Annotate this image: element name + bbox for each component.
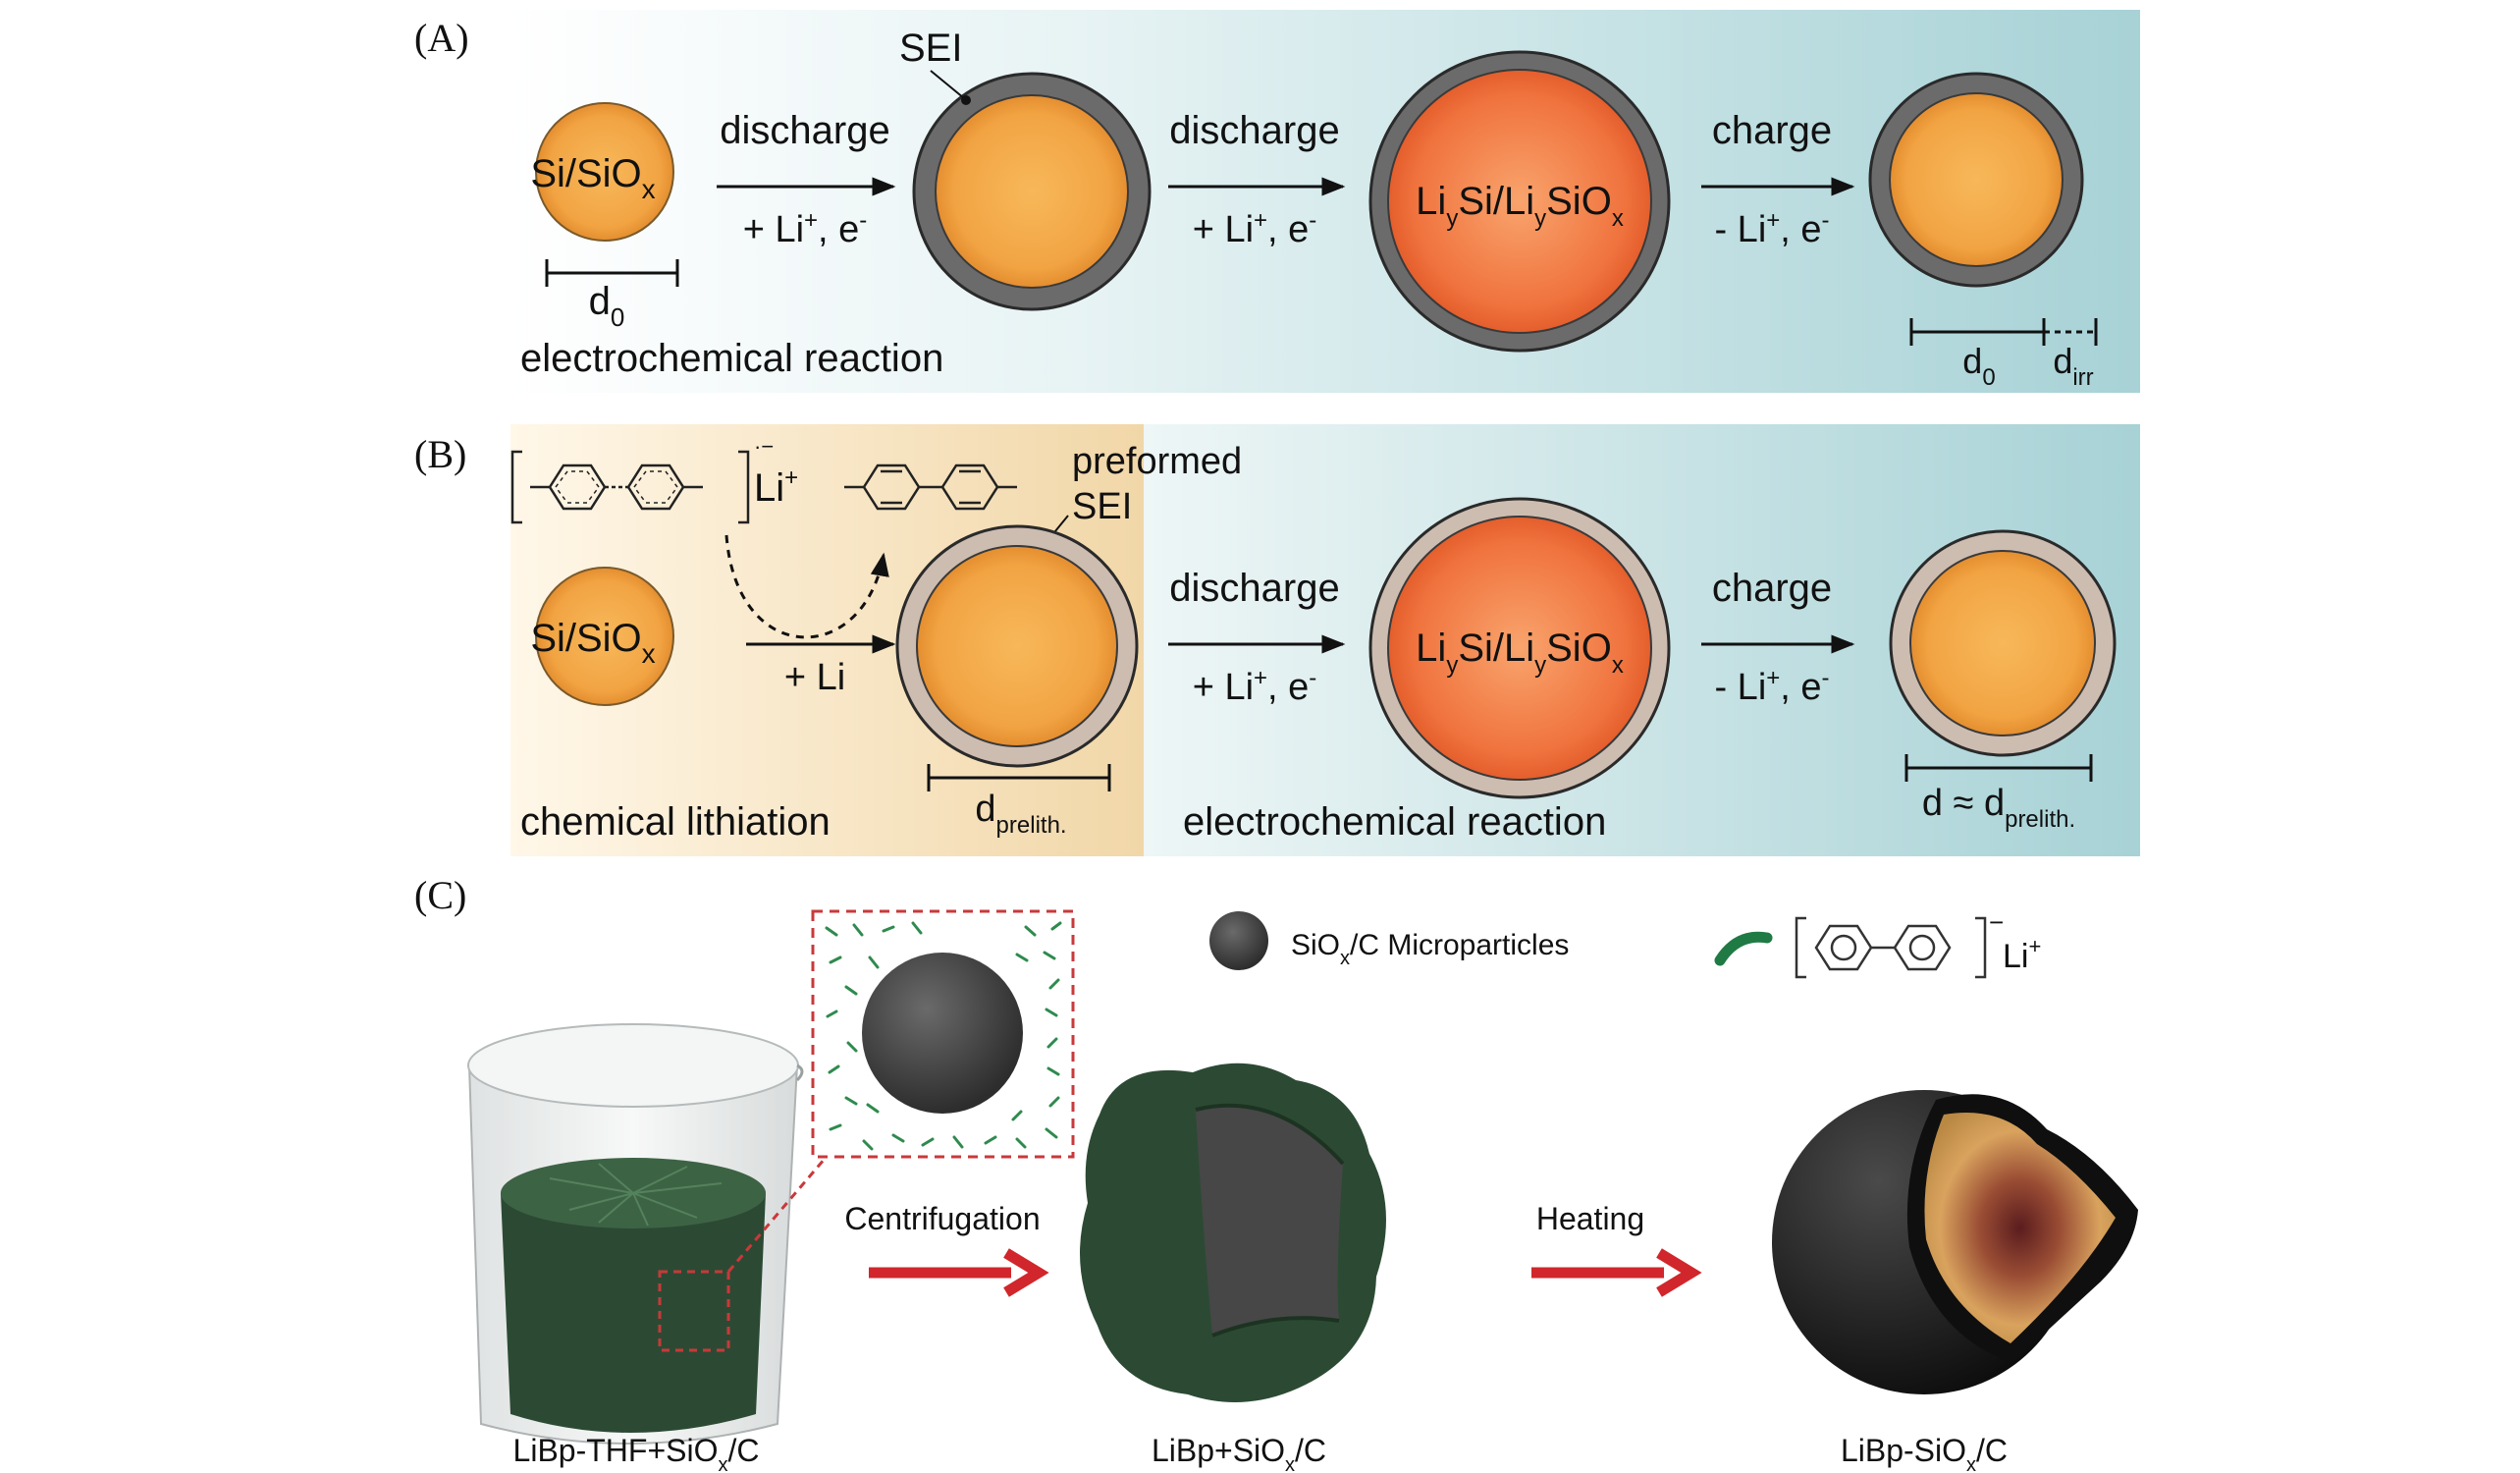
- panel-a-label: (A): [414, 16, 469, 60]
- step2-b-discharge-label: discharge: [1169, 567, 1339, 610]
- yolk-shell-particle: [1772, 1090, 2138, 1394]
- zoom-region-box: [658, 1270, 730, 1352]
- coated-particle: [1080, 1063, 1386, 1402]
- si-particle-b: [535, 567, 674, 706]
- zoom-line-1: [726, 1158, 827, 1273]
- step2-conditions: + Li+, e-: [1193, 207, 1317, 250]
- d0-dirr-scale-bar: [1909, 318, 2098, 346]
- item3-caption: LiBp-SiOx/C: [1841, 1433, 2008, 1473]
- biphenyl-radical-anion-structure: [510, 450, 750, 524]
- charged-b-core: [1909, 550, 2096, 736]
- centrifugation-arrow: [869, 1248, 1049, 1297]
- dprelith-scale-bar: [927, 764, 1111, 791]
- sei-pointer-line: [930, 70, 965, 99]
- dirr-label: dirr: [2053, 341, 2093, 391]
- inset-microparticle: [862, 953, 1023, 1114]
- dprelith-label: dprelith.: [975, 789, 1066, 839]
- lithiated-b-label: LiySi/LiySiOx: [1416, 627, 1624, 679]
- panel-b-caption-electrochemical: electrochemical reaction: [1183, 800, 1606, 844]
- legend-reagent-cation: Li+: [2003, 934, 2041, 975]
- panel-b-caption-chemical: chemical lithiation: [520, 800, 831, 844]
- li-cation-label: Li+: [754, 464, 798, 510]
- item2-caption: LiBp+SiOx/C: [1152, 1433, 1326, 1473]
- lithiated-label: LiySi/LiySiOx: [1416, 180, 1624, 232]
- panel-c: (C): [414, 873, 2138, 1473]
- step3-b-charge-label: charge: [1712, 567, 1832, 610]
- si-particle: [535, 102, 674, 242]
- dashed-curve-arrow: [724, 534, 889, 639]
- panel-a-caption: electrochemical reaction: [520, 337, 943, 380]
- legend-reagent-icon: [1714, 931, 1773, 966]
- panel-a: (A) Si/SiOx d0 electrochemical reaction …: [414, 10, 2140, 393]
- heating-arrow: [1531, 1248, 1702, 1297]
- legend-microparticle-label: SiOx/C Microparticles: [1291, 929, 1569, 969]
- step1-conditions: + Li+, e-: [743, 207, 868, 250]
- legend-biphenyl-structure: [1795, 916, 1987, 979]
- zoom-inset: [811, 909, 1075, 1159]
- reagent-swarm: [825, 921, 1062, 1151]
- panel-b: (B) ·− Li+ preformed SEI: [414, 424, 2140, 856]
- d-approx-label: d ≈ dprelith.: [1922, 783, 2075, 833]
- green-solution: [501, 1158, 766, 1433]
- step2-discharge-label: discharge: [1169, 109, 1339, 152]
- d0-scale-bar: [545, 259, 679, 287]
- legend-reagent-charge: −: [1989, 907, 2004, 937]
- si-particle-b-label: Si/SiOx: [530, 617, 655, 669]
- preformed-sei-label: SEI: [1072, 486, 1132, 527]
- sei-label: SEI: [899, 27, 962, 70]
- biphenyl-structure: [844, 464, 1017, 511]
- anion-charge: ·−: [754, 434, 774, 459]
- d-approx-scale-bar: [1904, 754, 2093, 782]
- step3-charge-label: charge: [1712, 109, 1832, 152]
- sei-pointer-dot: [961, 95, 971, 105]
- d0-final-label: d0: [1962, 341, 1995, 391]
- legend-microparticle-icon: [1209, 911, 1268, 970]
- step2-b-conditions: + Li+, e-: [1193, 665, 1317, 708]
- preformed-sei-core: [916, 545, 1118, 747]
- step1-discharge-label: discharge: [720, 109, 889, 152]
- d0-label: d0: [589, 280, 625, 332]
- lithiated-b-core: [1387, 516, 1652, 781]
- step1-b-conditions: + Li: [784, 657, 845, 698]
- sei-core: [935, 94, 1129, 289]
- si-particle-label: Si/SiOx: [530, 152, 655, 204]
- preformed-label: preformed: [1072, 441, 1242, 482]
- lithiated-core: [1387, 69, 1652, 334]
- panel-c-label: (C): [414, 873, 466, 917]
- panel-a-background: [510, 10, 2140, 393]
- step3-conditions: - Li+, e-: [1714, 207, 1829, 250]
- item1-caption: LiBp-THF+SiOx/C: [513, 1433, 760, 1473]
- panel-b-label: (B): [414, 432, 466, 476]
- charged-core: [1889, 92, 2064, 267]
- heating-label: Heating: [1536, 1201, 1644, 1236]
- centrifugation-label: Centrifugation: [844, 1201, 1040, 1236]
- step3-b-conditions: - Li+, e-: [1714, 665, 1829, 708]
